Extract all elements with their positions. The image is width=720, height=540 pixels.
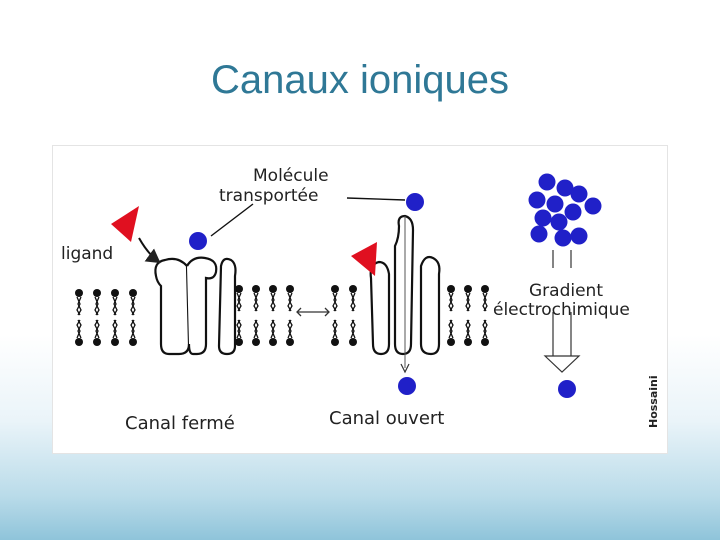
ion-open-top bbox=[406, 193, 424, 211]
open-channel-protein bbox=[369, 214, 441, 356]
ligand-triangle-free bbox=[111, 206, 139, 242]
equilibrium-arrow bbox=[296, 307, 330, 317]
label-ligand: ligand bbox=[61, 244, 113, 264]
gradient-arrow bbox=[543, 250, 581, 373]
ion-closed bbox=[189, 232, 207, 250]
slide-title: Canaux ioniques bbox=[211, 58, 509, 102]
pointer-line-1 bbox=[210, 203, 254, 237]
ion-channel-diagram: Molécule transportée ligand Gradient éle… bbox=[52, 145, 668, 454]
ion-cluster bbox=[528, 173, 602, 247]
ion-gradient-bottom bbox=[558, 380, 576, 398]
label-molecule: Molécule bbox=[253, 166, 329, 186]
closed-channel-protein bbox=[154, 256, 237, 356]
ligand-triangle-bound bbox=[351, 242, 377, 276]
label-closed-channel: Canal fermé bbox=[125, 413, 235, 434]
label-open-channel: Canal ouvert bbox=[329, 408, 444, 429]
ion-open-bottom bbox=[398, 377, 416, 395]
label-author: Hossaini bbox=[647, 375, 660, 428]
ligand-arrow bbox=[138, 237, 161, 264]
label-electrochemical: électrochimique bbox=[493, 300, 630, 320]
label-transported: transportée bbox=[219, 186, 318, 206]
label-gradient: Gradient bbox=[529, 281, 603, 301]
diagram-canvas: Molécule transportée ligand Gradient éle… bbox=[61, 166, 660, 434]
pointer-line-2 bbox=[346, 197, 406, 201]
